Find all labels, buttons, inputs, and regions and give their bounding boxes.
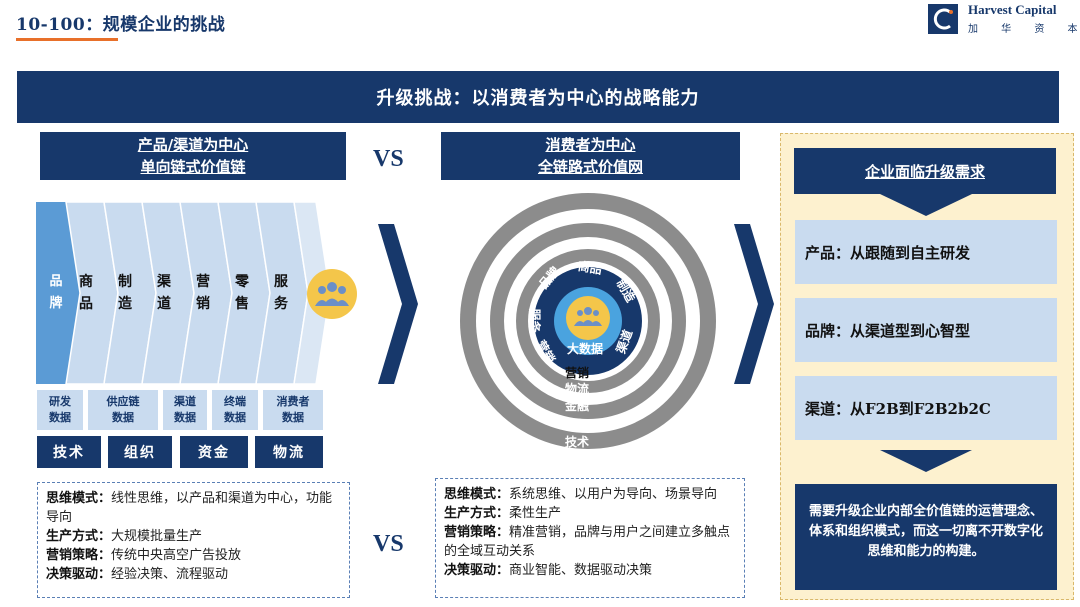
consumers-icon — [307, 269, 357, 319]
chain-segment-retail — [217, 202, 271, 384]
data-box-consumer: 消费者数据 — [263, 390, 323, 430]
middle-description-box: 思维模式：系统思维、以用户为导向、场景导向 生产方式：柔性生产 营销策略：精准营… — [435, 478, 745, 598]
foundation-tech: 技术 — [37, 436, 101, 468]
data-box-channel: 渠道数据 — [163, 390, 207, 430]
left-text-value-2: 大规模批量生产 — [111, 529, 203, 544]
left-text-value-4: 经验决策、流程驱动 — [111, 567, 229, 582]
chevron-right-icon-2 — [734, 224, 774, 384]
mid-text-label-1: 思维模式： — [444, 487, 510, 502]
left-head-line1: 产品/渠道为中心 — [137, 136, 249, 154]
chain-segment-channel — [141, 202, 195, 384]
chain-label-goods: 商品 — [79, 274, 93, 312]
chain-segment-service — [255, 202, 309, 384]
logo-mark-icon — [928, 4, 958, 34]
left-description-box: 思维模式：线性思维，以产品和渠道为中心，功能导向 生产方式：大规模批量生产 营销… — [37, 482, 350, 598]
data-box-rnd: 研发数据 — [37, 390, 83, 430]
upgrade-summary: 需要升级企业内部全价值链的运营理念、体系和组织模式，而这一切离不开数字化思维和能… — [795, 484, 1057, 590]
ring-label-logistics: 物流 — [565, 382, 590, 396]
upgrade-needs-header: 企业面临升级需求 — [794, 148, 1056, 194]
need-item-product: 产品：从跟随到自主研发 — [795, 220, 1057, 284]
chain-label-retail: 零售 — [235, 274, 249, 312]
down-arrow-icon-2 — [880, 450, 972, 472]
left-text-label-3: 营销策略： — [46, 548, 112, 563]
vs-label-top: VS — [373, 146, 404, 172]
ring-label-service: 服务 — [527, 308, 542, 333]
mid-text-label-2: 生产方式： — [444, 506, 510, 521]
left-head-line2: 单向链式价值链 — [140, 158, 246, 176]
left-text-value-1: 线性思维，以产品和渠道为中心，功能导向 — [46, 491, 333, 525]
ring-label-marketing: 营销 — [565, 366, 590, 380]
ring-label-organization: 组织 — [565, 418, 590, 432]
value-network-diagram — [460, 193, 716, 449]
left-column-header: 产品/渠道为中心 单向链式价值链 — [40, 132, 346, 180]
chain-segment-goods — [65, 202, 119, 384]
chain-segment-marketing — [179, 202, 233, 384]
chain-label-service: 服务 — [274, 274, 288, 312]
mid-text-value-2: 柔性生产 — [509, 506, 562, 521]
mid-text-value-3: 精准营销，品牌与用户之间建立多触点的全域互动关系 — [444, 525, 731, 559]
foundation-logistics: 物流 — [255, 436, 323, 468]
company-logo: Harvest Capital 加 华 资 本 — [928, 2, 1078, 38]
ring-label-finance: 金融 — [565, 399, 590, 413]
core-consumers — [566, 296, 610, 340]
core-consumers-icon — [574, 307, 602, 326]
need-item-brand: 品牌：从渠道型到心智型 — [795, 298, 1057, 362]
down-arrow-icon — [880, 194, 972, 216]
left-text-label-1: 思维模式： — [46, 491, 112, 506]
chain-segment-brand — [36, 202, 80, 384]
foundation-org: 组织 — [108, 436, 172, 468]
data-box-terminal: 终端数据 — [212, 390, 258, 430]
foundation-capital: 资金 — [180, 436, 248, 468]
page-title: 10-100：规模企业的挑战 — [16, 15, 226, 35]
title-underline — [16, 38, 118, 41]
left-text-label-2: 生产方式： — [46, 529, 112, 544]
mid-text-value-4: 商业智能、数据驱动决策 — [509, 563, 653, 578]
left-text-value-3: 传统中央高空广告投放 — [111, 548, 242, 563]
mid-text-label-4: 决策驱动： — [444, 563, 510, 578]
logo-cn: 加 华 资 本 — [968, 24, 1080, 35]
main-banner: 升级挑战：以消费者为中心的战略能力 — [17, 71, 1059, 123]
chain-segment-manufacture — [103, 202, 157, 384]
mid-text-value-1: 系统思维、以用户为导向、场景导向 — [509, 487, 718, 502]
data-box-supply: 供应链数据 — [88, 390, 158, 430]
chain-label-brand: 品牌 — [49, 274, 63, 311]
vs-label-bottom: VS — [373, 531, 404, 557]
chain-label-marketing: 营销 — [196, 274, 210, 312]
middle-column-header: 消费者为中心 全链路式价值网 — [441, 132, 740, 180]
mid-head-line2: 全链路式价值网 — [537, 158, 643, 176]
chevron-right-icon — [378, 224, 418, 384]
logo-name: Harvest Capital — [968, 2, 1057, 17]
ring-label-bigdata: 大数据 — [567, 342, 604, 356]
ring-label-technology: 技术 — [565, 435, 590, 449]
need-item-channel: 渠道：从F2B到F2B2b2C — [795, 376, 1057, 440]
chain-label-manufacture: 制造 — [118, 274, 132, 312]
mid-head-line1: 消费者为中心 — [545, 136, 636, 154]
left-text-label-4: 决策驱动： — [46, 567, 112, 582]
chain-label-channel: 渠道 — [157, 274, 171, 312]
mid-text-label-3: 营销策略： — [444, 525, 510, 540]
